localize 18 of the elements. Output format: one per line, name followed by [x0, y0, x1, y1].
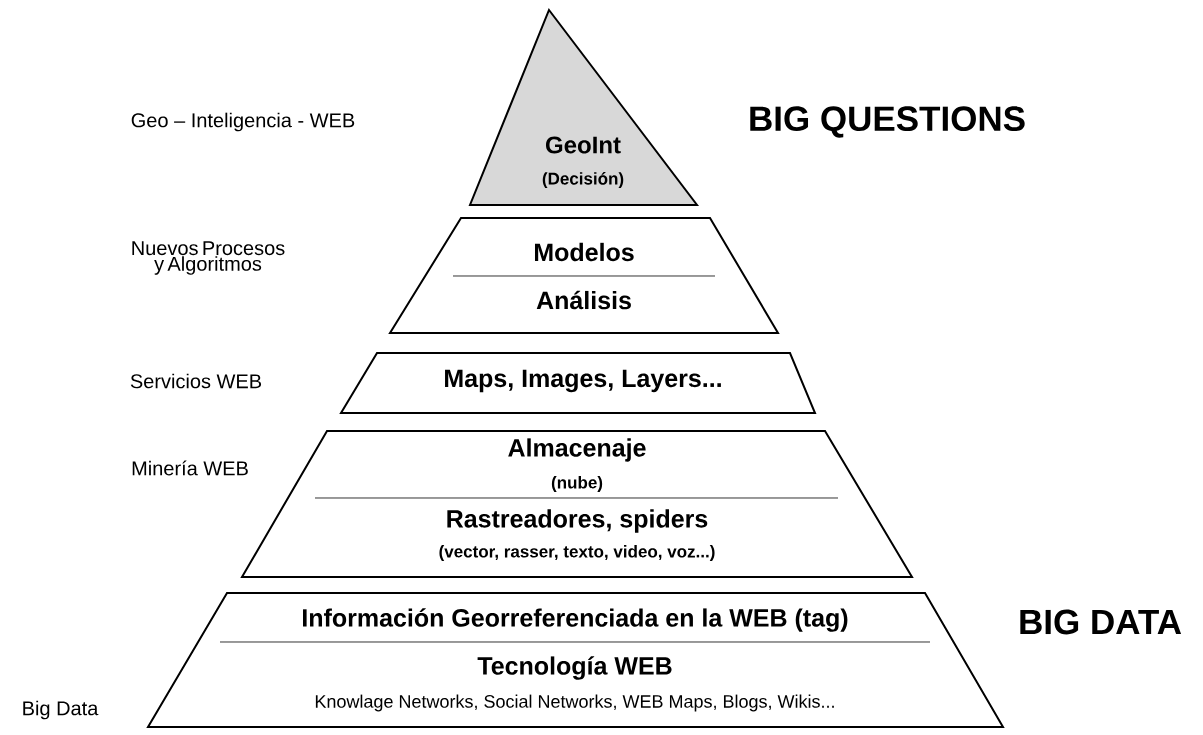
tier-heading: Información Georreferenciada en la WEB (tag) — [303, 608, 848, 632]
side-label: Minería WEB — [132, 460, 248, 476]
tier-heading: Rastreadores, spiders — [447, 509, 708, 533]
tier-subtext: (vector, rasser, texto, video, voz...) — [439, 545, 715, 561]
side-label: Nuevos Procesos y Algoritmos — [132, 241, 285, 275]
tier-heading: Modelos — [535, 242, 634, 262]
side-label: Big Data — [23, 700, 99, 720]
tier-heading: Análisis — [536, 290, 631, 310]
side-label: Servicios WEB — [130, 373, 262, 389]
tier-heading: Almacenaje — [508, 438, 646, 462]
tier-subtext: (nube) — [551, 476, 603, 492]
tier-subtext: Knowlage Networks, Social Networks, WEB Maps, Blogs, Wikis... — [315, 694, 834, 712]
tier-heading: GeoInt — [546, 136, 621, 154]
side-label: Geo – Inteligencia - WEB — [131, 112, 355, 132]
tier-subtext: (Decisión) — [542, 172, 624, 188]
tier-heading: Tecnología WEB — [477, 656, 672, 680]
tier-heading: Maps, Images, Layers... — [445, 369, 721, 393]
big-label: BIG QUESTIONS — [750, 106, 1025, 138]
